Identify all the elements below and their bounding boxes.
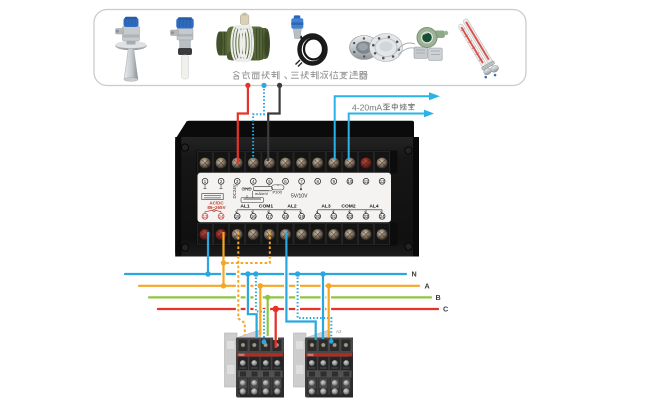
svg-text:20: 20 bbox=[315, 214, 320, 219]
svg-text:10: 10 bbox=[348, 179, 353, 184]
svg-text:AL1: AL1 bbox=[240, 203, 250, 209]
svg-text:5V/10V: 5V/10V bbox=[291, 194, 308, 200]
svg-text:22: 22 bbox=[348, 214, 353, 219]
svg-text:16: 16 bbox=[251, 214, 256, 219]
svg-text:4-20mA: 4-20mA bbox=[352, 103, 382, 113]
svg-text:17: 17 bbox=[267, 214, 272, 219]
svg-text:85~265V: 85~265V bbox=[207, 205, 225, 210]
svg-text:GND: GND bbox=[242, 186, 253, 191]
svg-text:A2: A2 bbox=[336, 329, 342, 334]
svg-text:3: 3 bbox=[236, 179, 239, 184]
svg-text:7: 7 bbox=[300, 179, 303, 184]
svg-text:21: 21 bbox=[331, 214, 336, 219]
svg-text:B: B bbox=[436, 293, 441, 302]
svg-text:COM2: COM2 bbox=[341, 203, 355, 209]
svg-text:C: C bbox=[443, 305, 448, 314]
svg-text:12: 12 bbox=[380, 179, 385, 184]
svg-text:AL2: AL2 bbox=[287, 203, 297, 209]
svg-text:DC24V: DC24V bbox=[232, 184, 237, 198]
svg-text:5: 5 bbox=[268, 179, 271, 184]
svg-text:18: 18 bbox=[283, 214, 288, 219]
svg-text:24: 24 bbox=[380, 214, 385, 219]
svg-text:2: 2 bbox=[220, 179, 223, 184]
svg-text:8: 8 bbox=[317, 179, 320, 184]
svg-text:P100: P100 bbox=[273, 190, 283, 195]
svg-text:AL3: AL3 bbox=[321, 203, 331, 209]
svg-text:14: 14 bbox=[219, 214, 224, 219]
svg-text:AL4: AL4 bbox=[369, 203, 379, 209]
svg-text:9: 9 bbox=[333, 179, 336, 184]
svg-text:23: 23 bbox=[364, 214, 369, 219]
svg-text:11: 11 bbox=[364, 179, 369, 184]
svg-text:1: 1 bbox=[204, 179, 207, 184]
svg-text:A: A bbox=[425, 282, 430, 291]
svg-text:N: N bbox=[412, 270, 417, 279]
svg-text:6: 6 bbox=[284, 179, 287, 184]
svg-text:mA/mV: mA/mV bbox=[255, 191, 268, 196]
svg-text:4: 4 bbox=[252, 179, 255, 184]
svg-text:COM1: COM1 bbox=[259, 203, 273, 209]
svg-text:15: 15 bbox=[235, 214, 240, 219]
svg-text:13: 13 bbox=[203, 214, 208, 219]
svg-text:AC/DC: AC/DC bbox=[209, 200, 224, 205]
svg-text:19: 19 bbox=[299, 214, 304, 219]
